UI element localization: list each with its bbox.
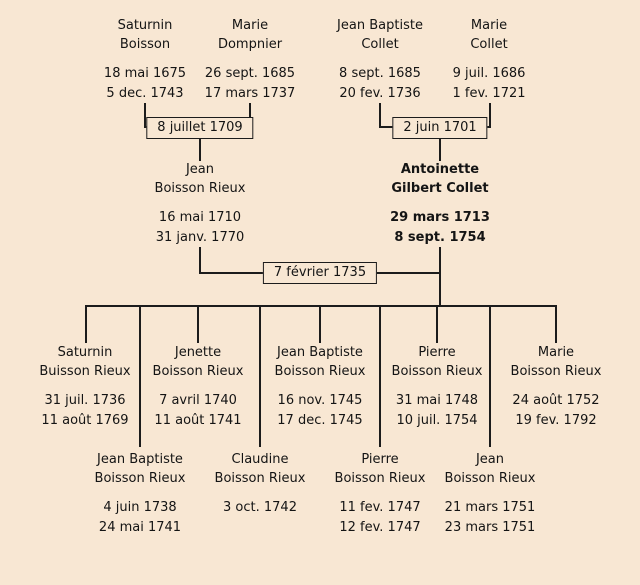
person-jean-baptiste-collet: Jean Baptiste Collet 8 sept. 1685 20 fev…: [337, 16, 423, 104]
person-saturnin-buisson-rieux: Saturnin Buisson Rieux 31 juil. 1736 11 …: [39, 343, 130, 431]
connector-line: [85, 305, 557, 307]
person-name: Gilbert Collet: [391, 181, 489, 196]
death-date: 17 dec. 1745: [277, 413, 363, 428]
death-date: 19 fev. 1792: [515, 413, 597, 428]
connector-line: [144, 103, 146, 128]
death-date: 10 juil. 1754: [396, 413, 478, 428]
person-jean-baptiste-boisson-rieux-1: Jean Baptiste Boisson Rieux 16 nov. 1745…: [275, 343, 366, 431]
person-name: Jean: [185, 162, 215, 177]
person-name: Boisson Rieux: [94, 471, 186, 486]
birth-date: 3 oct. 1742: [223, 500, 297, 515]
connector-line: [319, 305, 321, 343]
person-name: Boisson Rieux: [274, 364, 366, 379]
person-name: Jean Baptiste: [277, 345, 363, 360]
birth-date: 21 mars 1751: [444, 500, 536, 515]
connector-line: [85, 305, 87, 343]
person-claudine-boisson-rieux: Claudine Boisson Rieux 3 oct. 1742: [215, 450, 306, 518]
person-marie-dompnier: Marie Dompnier 26 sept. 1685 17 mars 173…: [205, 16, 296, 104]
birth-date: 26 sept. 1685: [204, 66, 296, 81]
birth-date: 24 août 1752: [512, 393, 600, 408]
birth-date: 16 mai 1710: [158, 210, 242, 225]
connector-line: [439, 138, 441, 161]
person-name: Marie: [470, 18, 508, 33]
death-date: 24 mai 1741: [98, 520, 182, 535]
birth-date: 18 mai 1675: [103, 66, 187, 81]
death-date: 31 janv. 1770: [155, 230, 245, 245]
person-name: Claudine: [231, 452, 289, 467]
person-pierre-boisson-rieux-2: Pierre Boisson Rieux 11 fev. 1747 12 fev…: [335, 450, 426, 538]
person-saturnin-boisson: Saturnin Boisson 18 mai 1675 5 dec. 1743: [104, 16, 186, 104]
person-name: Boisson Rieux: [510, 364, 602, 379]
person-jean-boisson-rieux: Jean Boisson Rieux 16 mai 1710 31 janv. …: [155, 160, 246, 248]
person-name: Collet: [361, 37, 399, 52]
person-name: Boisson Rieux: [154, 181, 246, 196]
birth-date: 16 nov. 1745: [277, 393, 363, 408]
marriage-date-box: 7 février 1735: [262, 262, 378, 284]
person-name: Saturnin: [57, 345, 113, 360]
person-name: Jean Baptiste: [97, 452, 183, 467]
person-name: Boisson Rieux: [152, 364, 244, 379]
birth-date: 7 avril 1740: [159, 393, 237, 408]
connector-line: [259, 305, 261, 447]
death-date: 8 sept. 1754: [394, 230, 486, 245]
marriage-date-box: 2 juin 1701: [392, 117, 488, 139]
connector-line: [439, 247, 441, 307]
death-date: 11 août 1769: [41, 413, 129, 428]
connector-line: [489, 305, 491, 447]
person-name: Boisson: [119, 37, 171, 52]
birth-date: 4 juin 1738: [103, 500, 177, 515]
person-antoinette-gilbert-collet: Antoinette Gilbert Collet 29 mars 1713 8…: [390, 160, 490, 248]
connector-line: [379, 103, 381, 128]
person-marie-boisson-rieux: Marie Boisson Rieux 24 août 1752 19 fev.…: [511, 343, 602, 431]
birth-date: 11 fev. 1747: [339, 500, 421, 515]
death-date: 17 mars 1737: [204, 86, 296, 101]
person-name: Jean Baptiste: [337, 18, 423, 33]
person-jean-boisson-rieux-2: Jean Boisson Rieux 21 mars 1751 23 mars …: [445, 450, 536, 538]
person-marie-collet: Marie Collet 9 juil. 1686 1 fev. 1721: [452, 16, 525, 104]
person-jean-baptiste-boisson-rieux-2: Jean Baptiste Boisson Rieux 4 juin 1738 …: [95, 450, 186, 538]
death-date: 1 fev. 1721: [452, 86, 526, 101]
death-date: 5 dec. 1743: [106, 86, 184, 101]
marriage-date-box: 8 juillet 1709: [146, 117, 254, 139]
person-name: Pierre: [361, 452, 399, 467]
death-date: 11 août 1741: [154, 413, 242, 428]
connector-line: [379, 305, 381, 447]
connector-line: [197, 305, 199, 343]
person-name: Jean: [475, 452, 505, 467]
connector-line: [199, 138, 201, 161]
connector-line: [139, 305, 141, 447]
person-name: Saturnin: [117, 18, 173, 33]
person-name: Boisson Rieux: [444, 471, 536, 486]
connector-line: [436, 305, 438, 343]
person-name: Boisson Rieux: [214, 471, 306, 486]
person-name: Buisson Rieux: [39, 364, 131, 379]
person-name: Pierre: [418, 345, 456, 360]
birth-date: 31 juil. 1736: [44, 393, 126, 408]
person-pierre-boisson-rieux-1: Pierre Boisson Rieux 31 mai 1748 10 juil…: [392, 343, 483, 431]
birth-date: 9 juil. 1686: [452, 66, 526, 81]
person-name: Collet: [470, 37, 508, 52]
birth-date: 31 mai 1748: [395, 393, 479, 408]
birth-date: 29 mars 1713: [390, 210, 490, 225]
birth-date: 8 sept. 1685: [339, 66, 421, 81]
person-name: Boisson Rieux: [391, 364, 483, 379]
person-name: Antoinette: [400, 162, 480, 177]
connector-line: [249, 103, 251, 128]
death-date: 23 mars 1751: [444, 520, 536, 535]
person-name: Marie: [537, 345, 575, 360]
connector-line: [555, 305, 557, 343]
connector-line: [489, 103, 491, 128]
person-name: Jenette: [174, 345, 222, 360]
person-name: Boisson Rieux: [334, 471, 426, 486]
person-name: Marie: [231, 18, 269, 33]
person-jenette-boisson-rieux: Jenette Boisson Rieux 7 avril 1740 11 ao…: [153, 343, 244, 431]
connector-line: [199, 247, 201, 274]
person-name: Dompnier: [217, 37, 283, 52]
death-date: 12 fev. 1747: [339, 520, 421, 535]
death-date: 20 fev. 1736: [339, 86, 421, 101]
